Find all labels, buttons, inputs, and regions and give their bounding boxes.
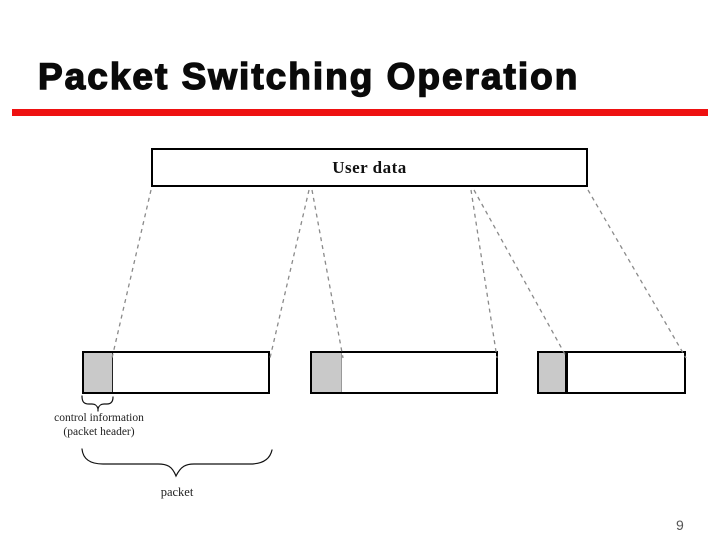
control-info-label: control information (packet header) — [38, 412, 160, 439]
packet-box-3 — [537, 351, 686, 394]
dashed-connectors — [111, 189, 687, 359]
packet-box-1 — [82, 351, 270, 394]
packet-label: packet — [160, 485, 194, 499]
title-underline — [12, 109, 708, 116]
slide-title: Packet Switching Operation — [37, 55, 580, 97]
user-data-box: User data — [151, 148, 588, 187]
control-info-brace — [81, 395, 114, 412]
packet-brace — [81, 448, 273, 478]
user-data-label: User data — [332, 157, 407, 177]
control-info-line2: (packet header) — [63, 425, 135, 438]
page-number: 9 — [676, 517, 684, 533]
packet-box-2 — [310, 351, 498, 394]
packet-header-2 — [312, 353, 342, 392]
packet-header-3 — [539, 353, 568, 392]
packet-header-1 — [84, 353, 113, 392]
control-info-line1: control information — [54, 412, 144, 424]
